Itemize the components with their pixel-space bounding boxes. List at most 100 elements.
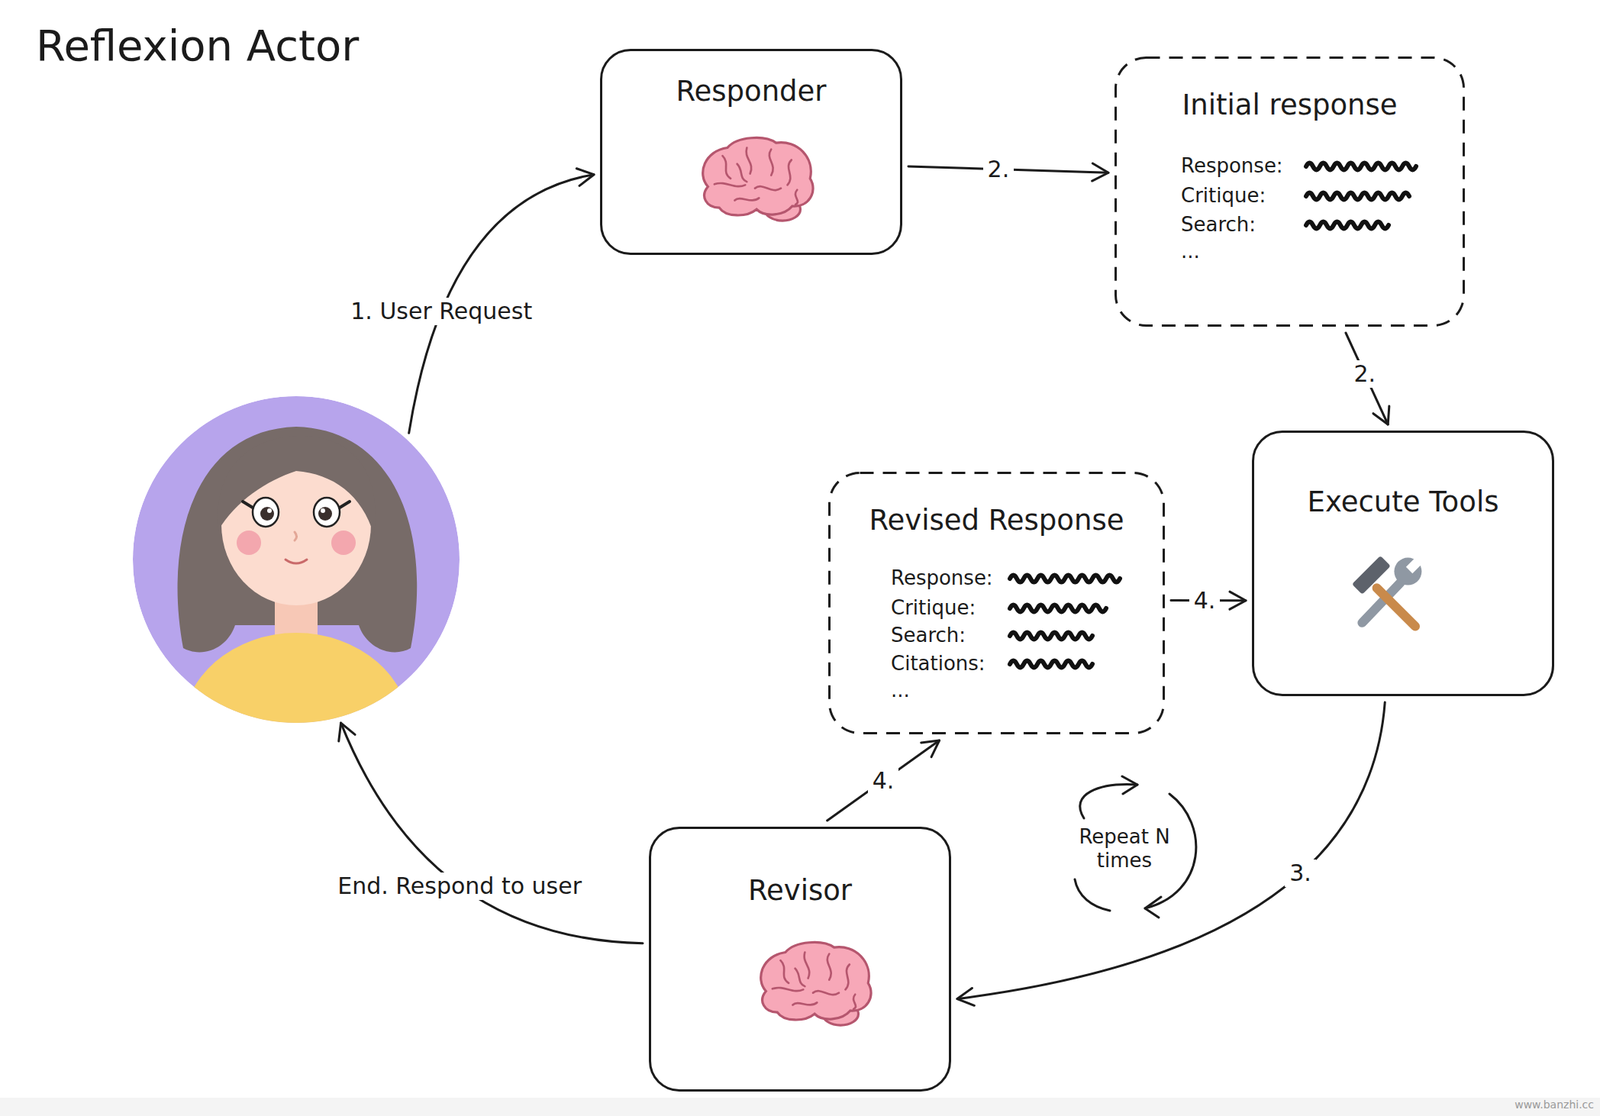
brain-fold (795, 968, 806, 987)
scribble (1009, 632, 1093, 640)
brain-fold (780, 960, 790, 984)
scribble-line (1302, 158, 1423, 175)
pupil (260, 506, 275, 521)
edge-label: 4. (867, 767, 900, 795)
process-box: Revisor (648, 826, 952, 1092)
field-label: Response: (890, 566, 994, 591)
brain-fold (792, 1002, 817, 1005)
brain-body (761, 941, 871, 1020)
pupil (318, 506, 333, 521)
output-box: Revised ResponseResponse: Critique: Search… (828, 471, 1165, 735)
loop-arc (1145, 793, 1197, 909)
cheek (236, 530, 262, 555)
edge-label: 4. (1189, 587, 1221, 615)
scribble-line (1006, 655, 1102, 673)
scribble-line (1006, 600, 1113, 617)
field-label: Search: (1180, 212, 1256, 237)
node-heading: Execute Tools (1307, 485, 1500, 520)
connector-line (1345, 332, 1388, 425)
connector-arrow (1345, 332, 1390, 425)
mouth (285, 559, 307, 564)
eyelash (242, 501, 253, 508)
brain-fold (787, 159, 792, 185)
brain-fold (795, 190, 798, 205)
field-label: Search: (890, 623, 966, 648)
loop-head (1122, 776, 1138, 794)
connector-arrow (827, 740, 940, 821)
scribble (1306, 193, 1410, 200)
node-heading: Initial response (1181, 88, 1397, 123)
scribble (1306, 222, 1389, 230)
scribble (1306, 163, 1417, 171)
brain-fold (827, 954, 832, 981)
field-label: ... (890, 678, 910, 703)
field-label: ... (1180, 239, 1200, 264)
node-heading: Revisor (748, 874, 852, 908)
scribble (1009, 661, 1093, 668)
brain-body (703, 137, 813, 215)
edge-label: 1. User Request (345, 297, 537, 326)
connector-line (341, 722, 643, 944)
arrow-head (957, 987, 975, 1006)
arrow-head (576, 168, 594, 187)
eyelash (339, 501, 350, 508)
field-label: Critique: (890, 596, 976, 620)
tools-icon (1341, 545, 1434, 638)
scribble (1009, 575, 1120, 583)
brain-fold (845, 964, 850, 990)
brain-fold (812, 990, 839, 995)
eye-highlight (320, 508, 326, 513)
arrow-head (921, 740, 940, 758)
arrow-head (1229, 591, 1246, 610)
brain-fold (734, 197, 759, 200)
arrow-head (338, 722, 355, 742)
scribble-line (1006, 570, 1126, 588)
process-box: Execute Tools (1251, 430, 1555, 697)
eye (252, 497, 279, 527)
brain-fold (853, 994, 856, 1010)
connector-arrow (338, 722, 643, 944)
brain-icon (690, 131, 820, 230)
brain-fold (772, 987, 804, 991)
field-label: Critique: (1180, 183, 1266, 208)
connector-arrow (957, 702, 1385, 1006)
bottom-strip (0, 1097, 1600, 1116)
scribble-line (1302, 216, 1399, 234)
loop-head (1145, 896, 1162, 918)
eye-highlight (267, 508, 272, 513)
hammer-head (1351, 555, 1391, 595)
node-heading: Revised Response (869, 503, 1125, 538)
hair-bangs (217, 435, 376, 536)
arrow-head (1373, 406, 1390, 425)
edge-label: 2. (1348, 360, 1381, 388)
hair-back (177, 426, 418, 652)
node-heading: Responder (675, 74, 826, 109)
brain-fold (722, 155, 732, 179)
nose (294, 532, 297, 541)
connector-line (957, 702, 1385, 1000)
arrow-head (1092, 163, 1109, 181)
field-label: Citations: (890, 651, 986, 676)
brain-fold (754, 186, 781, 191)
brain-fold (737, 164, 748, 182)
diagram-title: Reflexion Actor (35, 19, 359, 71)
edge-label: End. Respond to user (332, 872, 587, 900)
brain-fold (714, 183, 746, 187)
brain-icon (748, 935, 878, 1034)
hammer-handle (1377, 587, 1416, 626)
cheek (331, 530, 356, 555)
brain-fold (804, 952, 810, 979)
connector-line (827, 740, 940, 821)
scribble-line (1302, 187, 1414, 205)
field-label: Response: (1180, 154, 1284, 178)
wrench-jaw (1406, 554, 1426, 574)
loop-arc (1074, 879, 1110, 911)
edge-label: 3. (1284, 859, 1317, 888)
brain-fold (746, 148, 752, 175)
eye (313, 497, 340, 527)
user-avatar (132, 396, 460, 723)
dashed-border (1116, 58, 1465, 326)
avatar-group (132, 396, 460, 723)
edge-label: 2. (983, 155, 1015, 184)
